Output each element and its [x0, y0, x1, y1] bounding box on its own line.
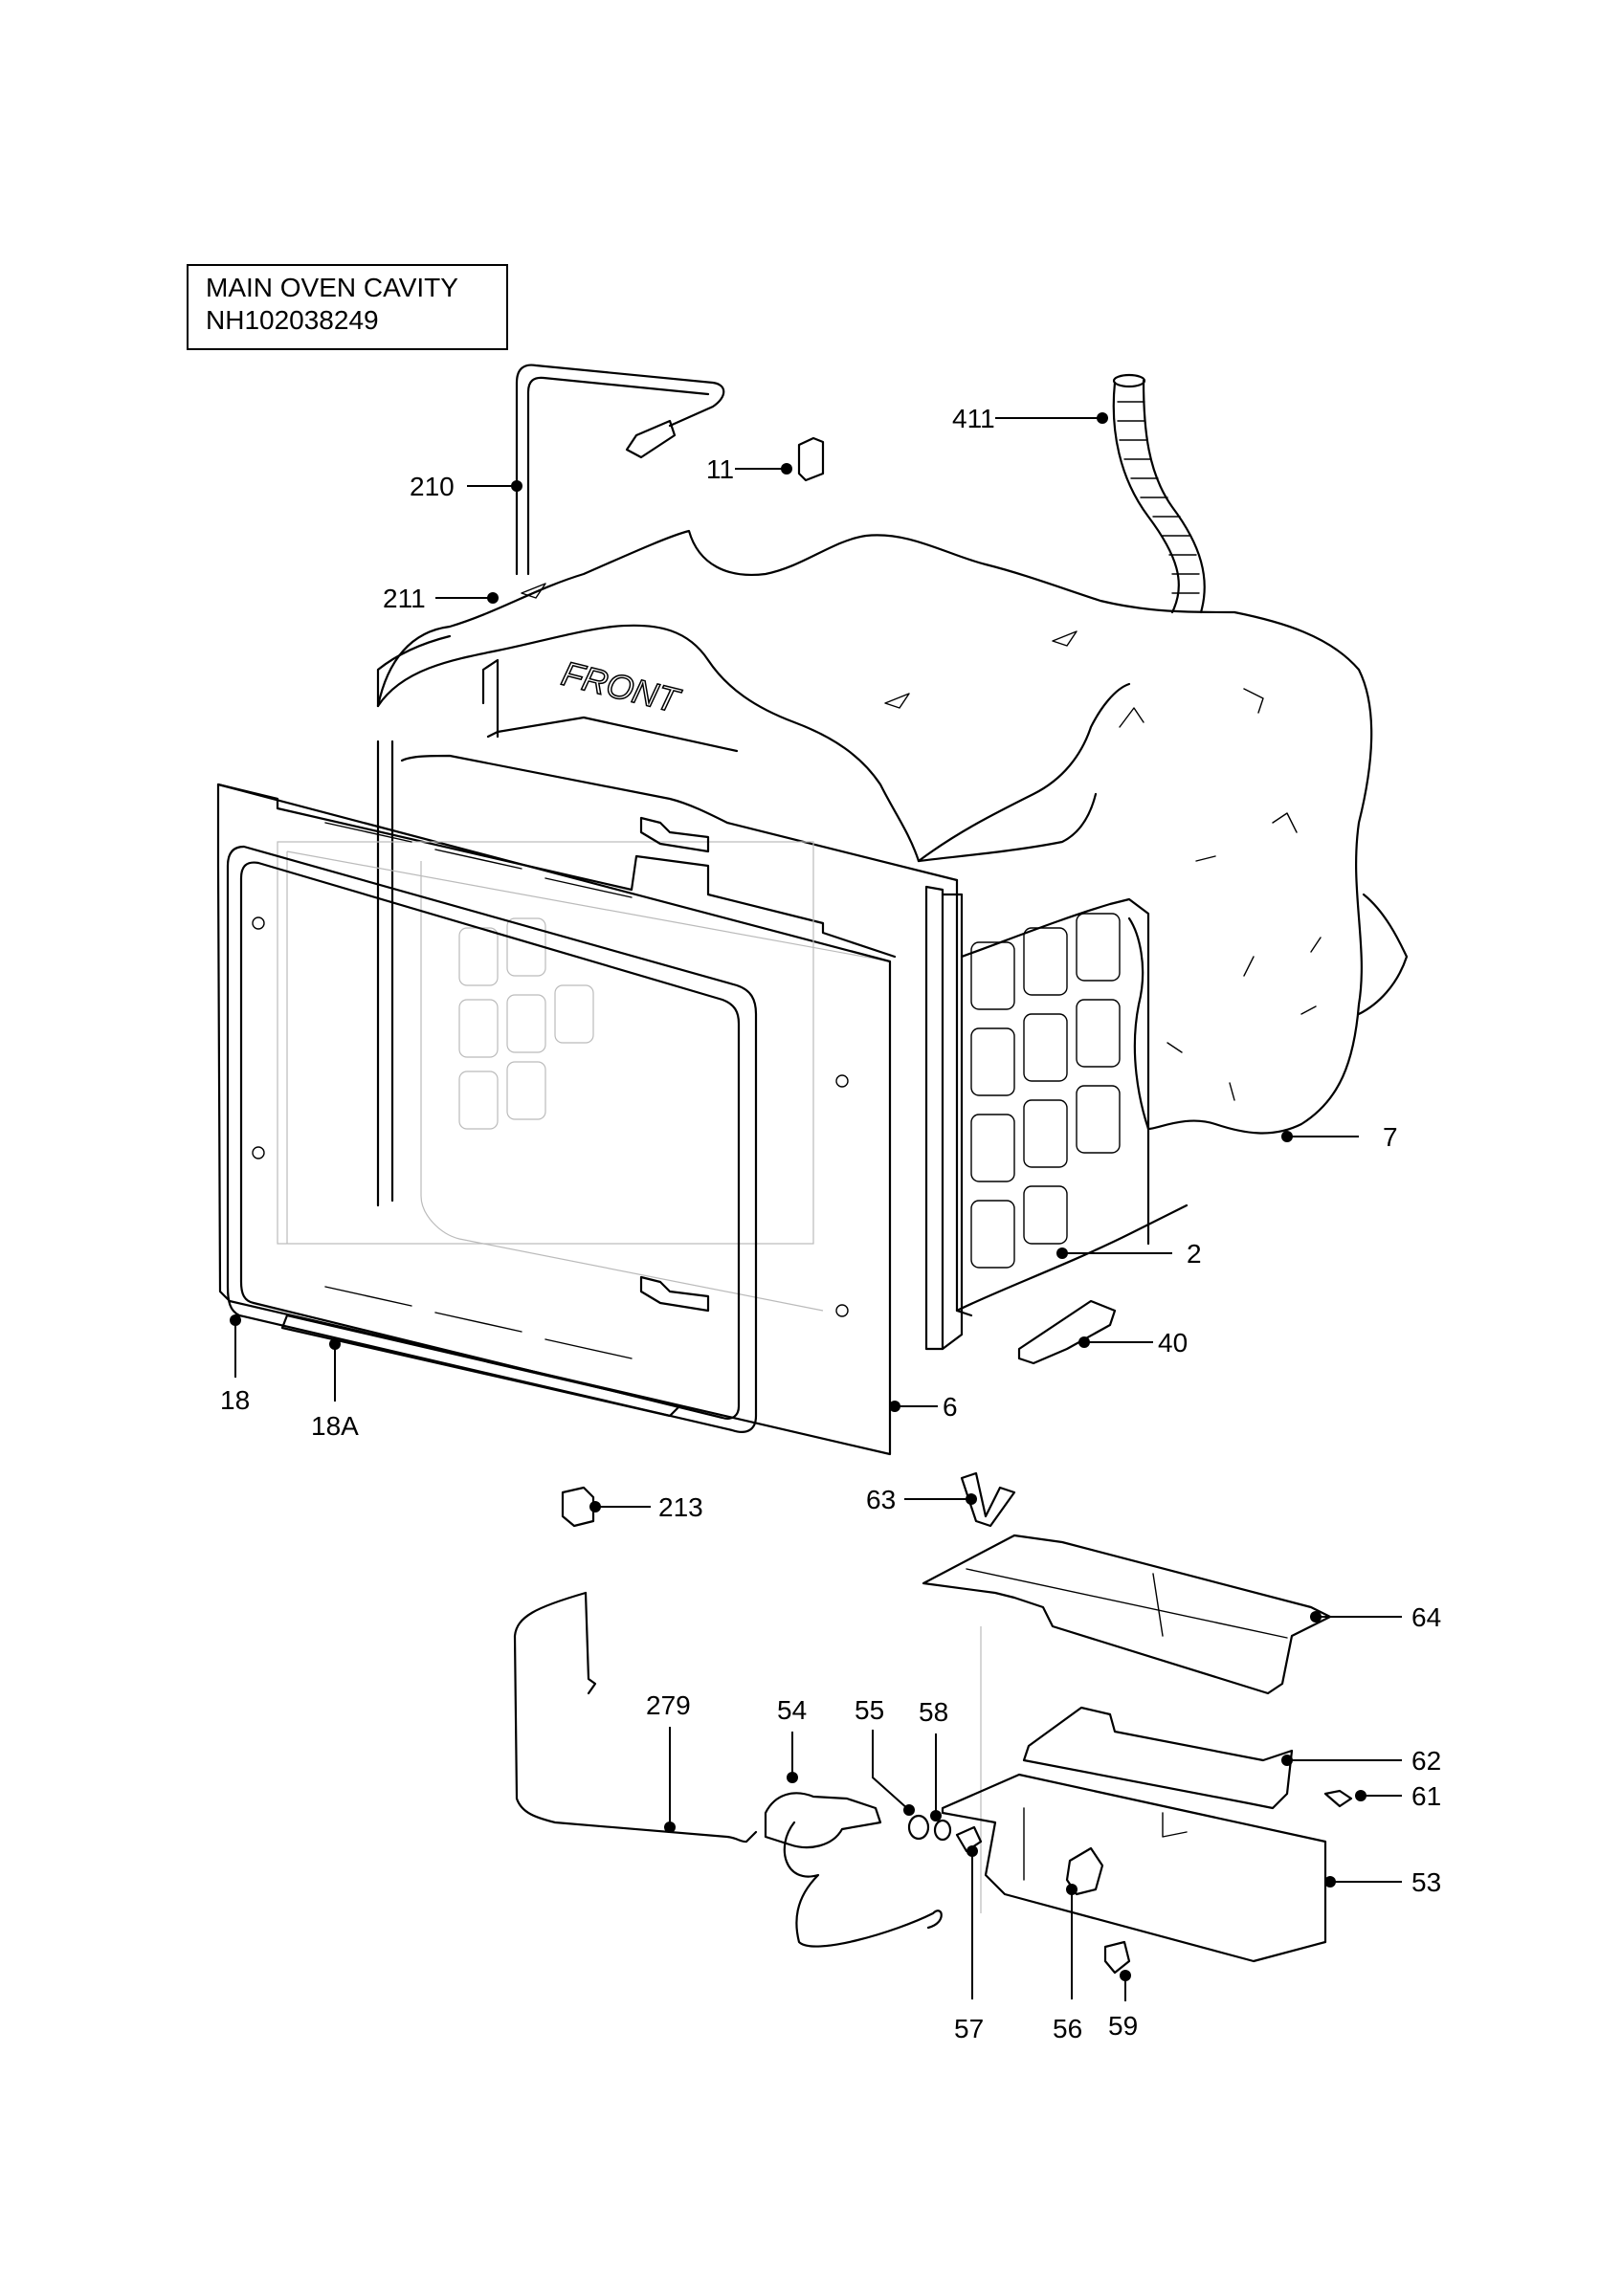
cavity-back-ribs: [458, 917, 594, 1130]
front-emboss-label: FRONT: [558, 653, 685, 721]
clip-part-59: [1103, 1940, 1131, 1975]
callout-55: 55: [855, 1695, 915, 1816]
callout-label-2: 2: [1187, 1239, 1202, 1269]
callout-11: 11: [706, 454, 792, 484]
bracket-part-40: [1017, 1299, 1117, 1365]
callout-label-55: 55: [855, 1695, 884, 1725]
callout-label-57: 57: [954, 2014, 984, 2043]
callout-label-40: 40: [1158, 1328, 1188, 1358]
callout-53: 53: [1324, 1867, 1441, 1897]
thermostat-part-54: [764, 1792, 943, 1948]
callout-58: 58: [919, 1697, 948, 1821]
flexible-hose-part: [1112, 373, 1206, 614]
callout-label-56: 56: [1053, 2014, 1082, 2043]
callout-label-18a: 18A: [311, 1411, 359, 1441]
callout-54: 54: [777, 1695, 807, 1783]
callout-61: 61: [1355, 1781, 1441, 1811]
callout-63: 63: [866, 1485, 977, 1514]
diagram-part-number: NH102038249: [206, 305, 379, 335]
tray-part-53: [941, 1773, 1327, 1963]
callout-59: 59: [1108, 1970, 1138, 2041]
callout-label-59: 59: [1108, 2011, 1138, 2041]
cavity-side-ribs: [970, 913, 1121, 1269]
callout-label-64: 64: [1411, 1602, 1441, 1632]
callout-label-211: 211: [383, 584, 426, 613]
callout-label-7: 7: [1383, 1122, 1398, 1152]
callout-18a: 18A: [311, 1338, 359, 1441]
callout-label-61: 61: [1411, 1781, 1441, 1811]
diagram-title: MAIN OVEN CAVITY: [206, 273, 458, 302]
spring-clip-part-63: [960, 1471, 1016, 1528]
cover-plate-part-64: [922, 1534, 1332, 1695]
ring-part-58: [933, 1819, 952, 1842]
callout-279: 279: [646, 1690, 691, 1833]
callout-6: 6: [889, 1392, 958, 1422]
callout-411: 411: [952, 404, 1108, 433]
callout-label-18: 18: [220, 1385, 250, 1415]
callout-label-54: 54: [777, 1695, 807, 1725]
clip-part-11: [797, 436, 825, 482]
callout-label-58: 58: [919, 1697, 948, 1727]
callout-label-53: 53: [1411, 1867, 1441, 1897]
callout-label-6: 6: [943, 1392, 958, 1422]
callout-label-11: 11: [706, 454, 734, 484]
callout-2: 2: [1056, 1239, 1202, 1269]
connector-part-55: [907, 1814, 930, 1841]
wire-harness-part-279: [513, 1591, 758, 1843]
support-plate-part-62: [1022, 1706, 1294, 1810]
clip-part-61: [1323, 1789, 1353, 1808]
callout-7: 7: [1281, 1122, 1398, 1152]
callout-label-279: 279: [646, 1690, 691, 1720]
callout-40: 40: [1078, 1328, 1188, 1358]
sensor-probe-part: [515, 364, 725, 576]
callout-56: 56: [1053, 1884, 1082, 2043]
oven-cavity-drawing: FRONT: [216, 529, 1409, 1456]
callout-64: 64: [1310, 1602, 1441, 1632]
callout-label-411: 411: [952, 404, 995, 433]
callout-18: 18: [220, 1314, 250, 1415]
callout-label-213: 213: [658, 1492, 703, 1522]
callout-211: 211: [383, 584, 499, 613]
callout-62: 62: [1281, 1746, 1441, 1776]
callout-label-62: 62: [1411, 1746, 1441, 1776]
callout-210: 210: [410, 472, 522, 501]
knob-part-56: [1065, 1846, 1104, 1896]
screw-part-57: [955, 1825, 983, 1853]
diagram-title-box: MAIN OVEN CAVITY NH102038249: [187, 264, 508, 350]
clip-part-213: [561, 1486, 595, 1528]
callout-label-210: 210: [410, 472, 455, 501]
callout-57: 57: [954, 1845, 984, 2043]
callout-label-63: 63: [866, 1485, 896, 1514]
callout-213: 213: [589, 1492, 703, 1522]
